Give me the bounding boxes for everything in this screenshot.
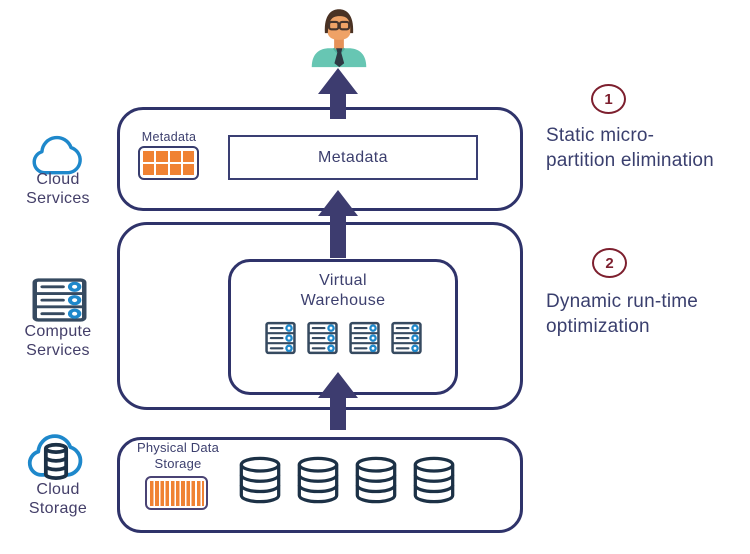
annotation-number: 2 bbox=[605, 254, 614, 272]
user-avatar bbox=[302, 6, 376, 68]
database-row bbox=[237, 455, 457, 505]
server-rack-icon bbox=[264, 321, 296, 355]
label-cloud-services: Cloud Services bbox=[3, 170, 113, 208]
label-line: Services bbox=[26, 342, 90, 359]
metadata-box-label: Metadata bbox=[318, 148, 388, 166]
arrow-services-to-user-icon bbox=[318, 68, 358, 119]
annotation-line: optimization bbox=[546, 315, 650, 337]
arrow-warehouse-to-metadata-icon bbox=[318, 190, 358, 258]
annotation-number: 1 bbox=[604, 90, 613, 108]
annotation-2-text: Dynamic run-time optimization bbox=[546, 290, 746, 339]
metadata-box: Metadata bbox=[228, 135, 478, 180]
annotation-2-badge: 2 bbox=[592, 248, 627, 278]
label-cloud-storage: Cloud Storage bbox=[3, 480, 113, 518]
server-rack-icon bbox=[348, 321, 380, 355]
database-icon bbox=[239, 456, 281, 504]
annotation-line: Static micro- bbox=[546, 125, 655, 146]
server-rack-icon bbox=[306, 321, 338, 355]
database-icon bbox=[355, 456, 397, 504]
person-icon bbox=[311, 9, 367, 68]
label-line: Cloud bbox=[36, 481, 80, 498]
virtual-warehouse-title: Virtual Warehouse bbox=[231, 271, 455, 311]
metadata-grid-icon bbox=[138, 146, 199, 180]
annotation-line: Dynamic run-time bbox=[546, 291, 699, 312]
server-rack-icon bbox=[390, 321, 422, 355]
label-line: Physical Data bbox=[136, 440, 220, 455]
annotation-1-text: Static micro- partition elimination bbox=[546, 124, 746, 173]
label-compute-services: Compute Services bbox=[3, 322, 113, 360]
label-line: Cloud bbox=[36, 171, 80, 188]
cloud-database-icon bbox=[27, 434, 83, 480]
cloud-icon bbox=[32, 135, 82, 175]
title-line: Virtual bbox=[319, 272, 367, 289]
physical-data-storage-label: Physical Data Storage bbox=[126, 440, 230, 471]
micro-partition-icon bbox=[145, 476, 208, 510]
label-line: Storage bbox=[154, 455, 202, 471]
arrow-storage-to-warehouse-icon bbox=[318, 372, 358, 430]
title-line: Warehouse bbox=[300, 292, 386, 309]
server-rack-icon bbox=[32, 278, 87, 322]
database-icon bbox=[297, 456, 339, 504]
virtual-warehouse-box: Virtual Warehouse bbox=[228, 259, 458, 395]
label-line: Compute bbox=[24, 323, 92, 340]
annotation-1-badge: 1 bbox=[591, 84, 626, 114]
metadata-icon-label: Metadata bbox=[141, 130, 197, 144]
label-line: Services bbox=[26, 190, 90, 207]
label-line: Storage bbox=[28, 500, 88, 517]
annotation-line: partition elimination bbox=[546, 149, 714, 171]
virtual-warehouse-servers bbox=[231, 321, 455, 355]
database-icon bbox=[413, 456, 455, 504]
